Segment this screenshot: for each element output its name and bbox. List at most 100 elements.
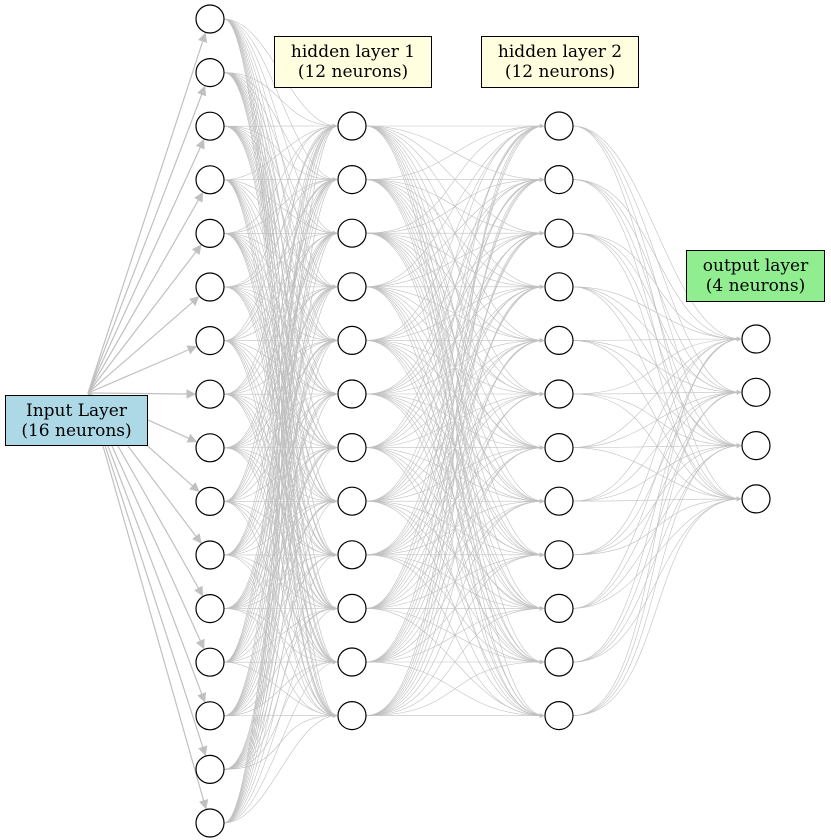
hidden2-output-edge bbox=[572, 125, 742, 342]
hidden1-hidden2-edge bbox=[365, 661, 545, 716]
hidden2-neuron bbox=[544, 486, 574, 516]
hidden1-hidden2-edge bbox=[365, 393, 545, 716]
input-layer-title: Input Layer bbox=[26, 400, 127, 421]
hidden2-output-edge bbox=[572, 336, 742, 556]
hidden1-neuron bbox=[337, 379, 367, 409]
hidden2-output-edge bbox=[572, 338, 742, 663]
hidden1-hidden2-edge bbox=[365, 125, 545, 395]
output-neuron bbox=[741, 431, 771, 461]
hidden1-hidden2-edge bbox=[365, 125, 545, 180]
input-layer-count: (16 neurons) bbox=[21, 420, 132, 441]
input-neuron bbox=[195, 379, 225, 409]
hidden1-hidden2-edge bbox=[365, 500, 545, 716]
input-neuron bbox=[195, 165, 225, 195]
hidden1-neuron bbox=[337, 111, 367, 141]
hidden2-neuron bbox=[544, 325, 574, 355]
hidden2-neuron bbox=[544, 540, 574, 570]
input-neuron bbox=[195, 4, 225, 34]
hidden1-neuron bbox=[337, 433, 367, 463]
hidden2-output-edge bbox=[572, 496, 742, 716]
input-neuron bbox=[195, 701, 225, 731]
input-hidden1-edge bbox=[223, 125, 338, 609]
hidden1-hidden2-edge bbox=[365, 125, 545, 448]
hidden1-hidden2-edge bbox=[365, 554, 545, 716]
input-neuron bbox=[195, 486, 225, 516]
hidden1-neuron bbox=[337, 272, 367, 302]
input-neuron bbox=[195, 111, 225, 141]
input-hidden1-edge bbox=[223, 661, 338, 824]
input-hidden1-edge bbox=[223, 500, 338, 824]
input-neuron bbox=[195, 808, 225, 838]
hidden2-output-edge bbox=[572, 338, 742, 395]
input-neuron bbox=[195, 647, 225, 677]
input-hidden1-edge bbox=[223, 284, 338, 824]
input-hidden1-edge bbox=[223, 72, 338, 127]
input-hidden1-edge bbox=[223, 123, 338, 663]
input-neuron bbox=[195, 326, 225, 356]
input-hidden1-edge bbox=[223, 608, 338, 824]
input-edge bbox=[87, 392, 208, 757]
hidden-layer-1-title: hidden layer 1 bbox=[290, 42, 416, 62]
input-hidden1-edge bbox=[223, 125, 338, 824]
hidden1-neuron bbox=[337, 647, 367, 677]
hidden2-output-edge bbox=[572, 338, 742, 448]
input-hidden1-edge bbox=[223, 715, 338, 824]
hidden1-hidden2-edge bbox=[365, 125, 545, 502]
input-neuron bbox=[195, 540, 225, 570]
input-edge bbox=[87, 296, 200, 394]
hidden1-neuron bbox=[337, 700, 367, 731]
output-layer-label: output layer (4 neurons) bbox=[686, 250, 825, 302]
hidden2-output-edge bbox=[572, 232, 742, 340]
hidden2-neuron bbox=[544, 218, 574, 248]
input-hidden1-edge bbox=[223, 125, 338, 556]
hidden2-neuron bbox=[544, 593, 574, 624]
hidden1-neuron bbox=[337, 593, 367, 624]
connection-edges bbox=[87, 18, 742, 824]
input-hidden1-edge bbox=[223, 340, 338, 824]
hidden2-output-edge bbox=[572, 338, 742, 502]
input-hidden1-edge bbox=[223, 125, 338, 181]
hidden2-output-edge bbox=[572, 179, 742, 340]
input-hidden1-edge bbox=[223, 232, 338, 824]
hidden2-neuron bbox=[544, 272, 574, 302]
input-neuron bbox=[195, 593, 225, 624]
hidden1-hidden2-edge bbox=[365, 286, 545, 716]
input-edge bbox=[87, 138, 205, 394]
output-neuron bbox=[741, 377, 771, 407]
hidden2-neuron bbox=[544, 111, 574, 141]
hidden1-hidden2-edge bbox=[365, 125, 545, 556]
hidden2-neuron bbox=[544, 700, 574, 731]
neurons bbox=[195, 4, 771, 838]
input-neuron bbox=[195, 754, 225, 785]
hidden1-neuron bbox=[337, 486, 367, 516]
input-neuron bbox=[195, 57, 225, 88]
input-hidden1-edge bbox=[223, 125, 338, 717]
input-hidden1-edge bbox=[223, 125, 338, 288]
output-layer-count: (4 neurons) bbox=[705, 276, 806, 296]
output-layer-title: output layer bbox=[702, 256, 809, 276]
input-edge bbox=[87, 392, 209, 810]
output-neuron bbox=[741, 324, 771, 354]
hidden1-hidden2-edge bbox=[365, 447, 545, 716]
hidden-layer-2-count: (12 neurons) bbox=[504, 62, 616, 82]
hidden2-output-edge bbox=[572, 286, 742, 340]
input-edge bbox=[87, 345, 198, 394]
input-edge bbox=[87, 191, 204, 394]
hidden2-output-edge bbox=[572, 445, 742, 716]
hidden1-hidden2-edge bbox=[365, 232, 545, 716]
hidden1-hidden2-edge bbox=[365, 125, 545, 234]
hidden1-hidden2-edge bbox=[365, 125, 545, 716]
input-edge bbox=[87, 85, 207, 394]
hidden2-neuron bbox=[544, 433, 574, 463]
hidden2-neuron bbox=[544, 379, 574, 409]
input-edge bbox=[87, 244, 202, 394]
output-neuron bbox=[741, 484, 771, 514]
input-edge bbox=[87, 32, 208, 394]
input-hidden1-edge bbox=[223, 125, 338, 770]
hidden2-output-edge bbox=[572, 338, 742, 716]
hidden1-hidden2-edge bbox=[365, 179, 545, 716]
hidden1-hidden2-edge bbox=[365, 125, 545, 663]
input-edge bbox=[87, 389, 196, 399]
input-hidden1-edge bbox=[223, 125, 338, 449]
